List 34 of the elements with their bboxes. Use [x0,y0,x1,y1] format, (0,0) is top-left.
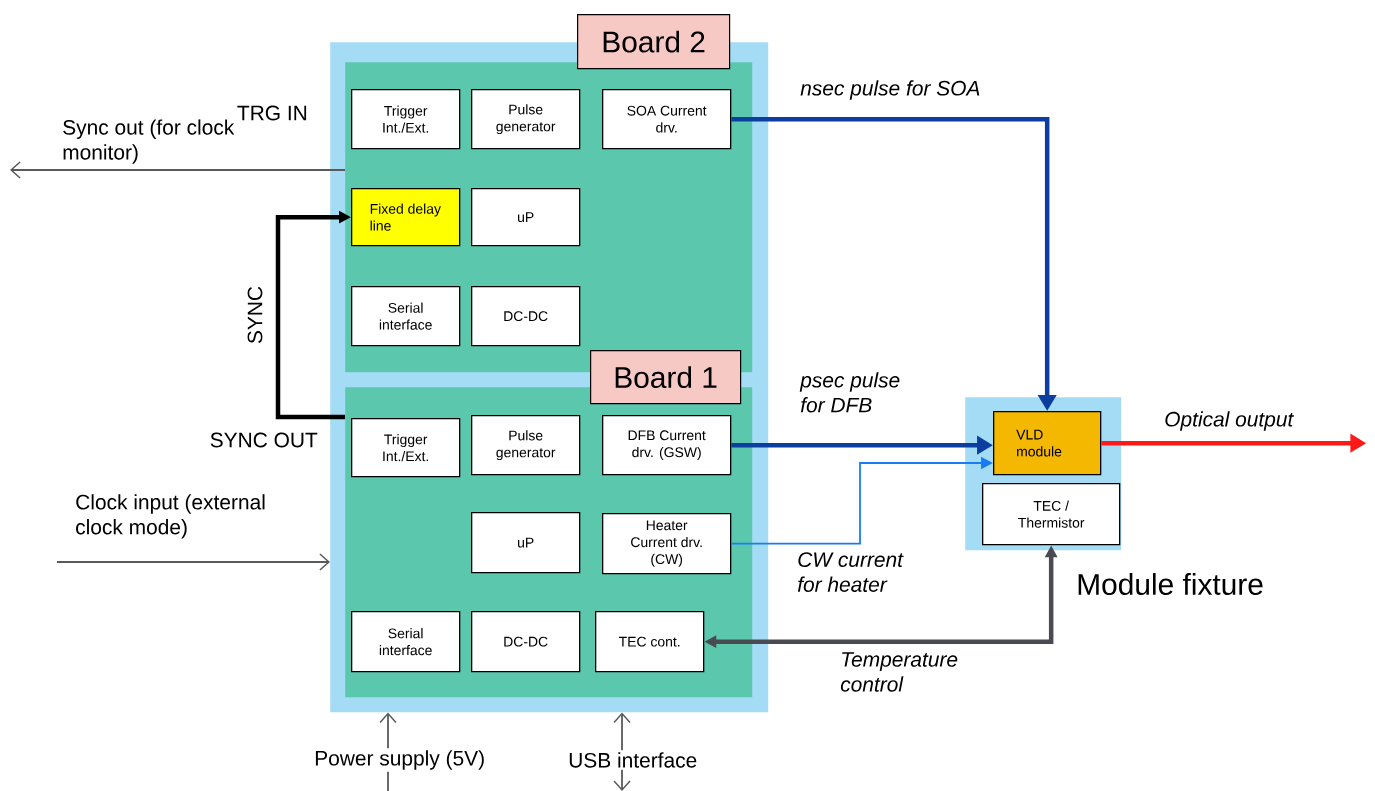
edge-label: Temperature control [840,652,958,692]
edge-label: psec pulse for DFB [799,372,900,413]
function-block: Pulse generator [471,89,581,150]
function-block: Pulse generator [471,415,581,476]
function-block: VLD module [993,411,1102,476]
port-label: SYNC OUT [210,432,318,448]
edge-label: SYNC [247,286,263,344]
function-block: TEC cont. [595,611,705,673]
function-block: uP [471,512,581,574]
edge-label: CW current for heater [797,552,904,592]
edge-label: Power supply (5V) [312,748,488,772]
board-label-tab: Board 2 [577,14,731,70]
function-block: Trigger Int./Ext. [351,418,461,478]
function-block: TEC / Thermistor [982,483,1121,546]
function-block: Serial interface [351,611,461,673]
function-block: DC-DC [471,611,581,673]
arrow [56,553,330,571]
function-block: Serial interface [351,286,461,347]
edge-label: Sync out (for clock monitor) [63,119,235,164]
function-block: Heater Current drv. (CW) [602,513,732,575]
edge-label: Clock input (external clock mode) [76,494,265,539]
function-block: SOA Current drv. [602,89,732,150]
function-block: Trigger Int./Ext. [351,89,461,150]
edge-label: Optical output [1165,411,1294,431]
board-label-tab: Board 1 [590,350,742,405]
edge-label: USB interface [566,750,700,770]
function-block: uP [471,188,581,247]
port-label: TRG IN [237,105,307,121]
fixture-label: Module fixture [1078,573,1263,595]
arrow [10,161,346,179]
function-block: DC-DC [471,286,581,347]
function-block: DFB Current drv. (GSW) [602,415,732,476]
edge-label: nsec pulse for SOA [800,80,980,100]
function-block: Fixed delay line [351,188,461,247]
